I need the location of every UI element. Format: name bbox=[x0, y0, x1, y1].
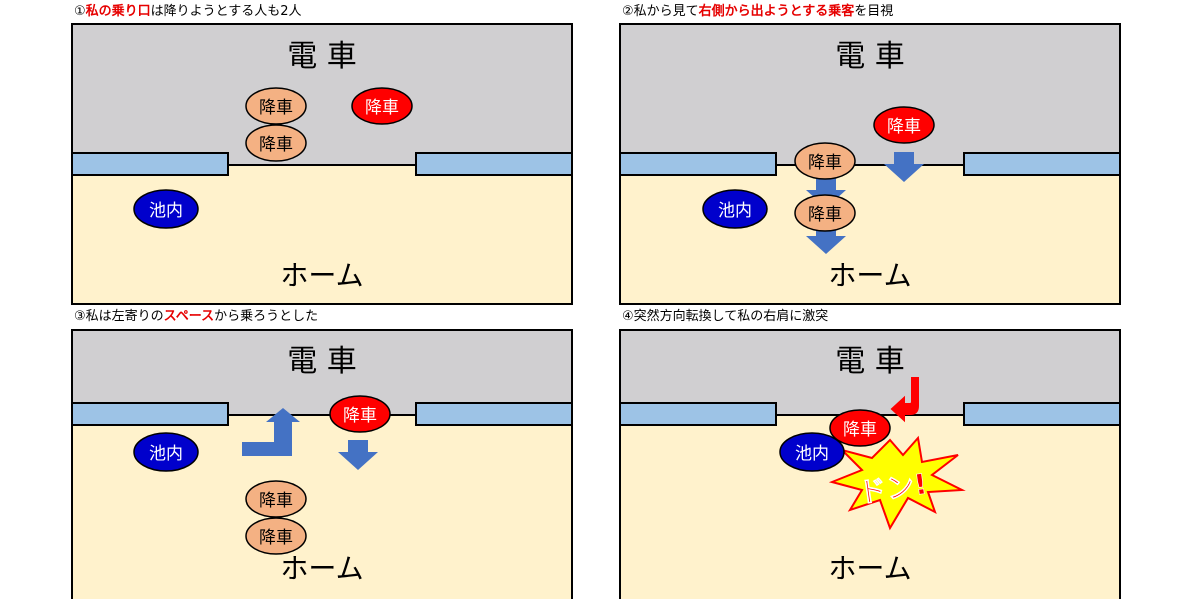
svg-text:降車: 降車 bbox=[887, 117, 921, 137]
platform-label: ホーム bbox=[280, 552, 363, 585]
svg-text:降車: 降車 bbox=[259, 98, 293, 118]
caption-highlight: スペース bbox=[163, 309, 215, 324]
train-door-left bbox=[619, 152, 777, 176]
train-area bbox=[620, 24, 1120, 166]
panel-3: 電 車 ホーム 降車 降車 降車 池内 bbox=[71, 329, 573, 599]
caption-text: ④突然方向転換して私の右肩に激突 bbox=[622, 309, 829, 324]
platform-label: ホーム bbox=[280, 259, 363, 292]
me-marker: 池内 bbox=[779, 432, 845, 472]
panel-4: 電 車 ホーム ドン! 降車 池内 bbox=[619, 329, 1121, 599]
svg-text:降車: 降車 bbox=[843, 420, 877, 440]
caption-highlight: 私の乗り口 bbox=[85, 4, 151, 19]
svg-text:池内: 池内 bbox=[795, 444, 829, 464]
train-area bbox=[72, 24, 572, 166]
train-label: 電 車 bbox=[287, 344, 357, 379]
train-door-left bbox=[619, 402, 777, 426]
me-marker: 池内 bbox=[133, 189, 199, 229]
alighting-passenger: 降車 bbox=[794, 194, 856, 232]
panel-1: 電 車 ホーム 降車 降車 降車 池内 bbox=[71, 23, 573, 305]
panel-border bbox=[71, 329, 573, 599]
train-label: 電 車 bbox=[835, 39, 905, 74]
platform-label: ホーム bbox=[828, 552, 911, 585]
svg-text:降車: 降車 bbox=[343, 406, 377, 426]
right-side-passenger: 降車 bbox=[873, 106, 935, 144]
caption-text: を目視 bbox=[854, 4, 894, 19]
panel-2: 電 車 ホーム 降車 降車 降車 池内 bbox=[619, 23, 1121, 305]
caption-text: は降りようとする人も2人 bbox=[150, 4, 302, 19]
me-marker: 池内 bbox=[702, 189, 768, 229]
caption-text: ②私から見て bbox=[622, 4, 699, 19]
train-label: 電 車 bbox=[835, 344, 905, 379]
train-door-left bbox=[71, 152, 229, 176]
alighting-passenger: 降車 bbox=[245, 124, 307, 162]
platform-area bbox=[620, 166, 1120, 304]
caption-text: ① bbox=[74, 4, 86, 19]
svg-text:降車: 降車 bbox=[259, 135, 293, 155]
train-door-right bbox=[963, 402, 1121, 426]
caption-panel-2: ②私から見て右側から出ようとする乗客を目視 bbox=[622, 4, 893, 20]
train-door-right bbox=[415, 402, 573, 426]
train-door-right bbox=[415, 152, 573, 176]
svg-text:降車: 降車 bbox=[259, 491, 293, 511]
svg-text:降車: 降車 bbox=[808, 205, 842, 225]
turn-left-arrow-icon bbox=[890, 377, 919, 423]
svg-text:降車: 降車 bbox=[259, 528, 293, 548]
caption-panel-1: ①私の乗り口は降りようとする人も2人 bbox=[74, 4, 302, 20]
svg-text:池内: 池内 bbox=[149, 444, 183, 464]
train-door-right bbox=[963, 152, 1121, 176]
caption-text: ③私は左寄りの bbox=[74, 309, 164, 324]
svg-text:池内: 池内 bbox=[149, 201, 183, 221]
impact-burst-icon bbox=[828, 435, 966, 531]
train-area bbox=[72, 330, 572, 415]
caption-highlight: 右側から出ようとする乗客 bbox=[698, 4, 855, 19]
svg-text:降車: 降車 bbox=[365, 98, 399, 118]
alighting-passenger: 降車 bbox=[245, 87, 307, 125]
caption-panel-4: ④突然方向転換して私の右肩に激突 bbox=[622, 309, 828, 325]
right-side-passenger: 降車 bbox=[829, 409, 891, 447]
svg-text:池内: 池内 bbox=[718, 201, 752, 221]
turn-up-arrow-icon bbox=[242, 408, 300, 456]
train-label: 電 車 bbox=[287, 39, 357, 74]
svg-text:降車: 降車 bbox=[808, 153, 842, 173]
caption-text: から乗ろうとした bbox=[214, 309, 319, 324]
alighting-passenger: 降車 bbox=[245, 480, 307, 518]
right-side-passenger: 降車 bbox=[329, 395, 391, 433]
alighting-passenger: 降車 bbox=[245, 517, 307, 555]
train-door-left bbox=[71, 402, 229, 426]
alighting-passenger: 降車 bbox=[794, 142, 856, 180]
right-side-passenger: 降車 bbox=[351, 87, 413, 125]
caption-panel-3: ③私は左寄りのスペースから乗ろうとした bbox=[74, 309, 318, 325]
panel-border bbox=[619, 329, 1121, 599]
me-marker: 池内 bbox=[133, 432, 199, 472]
train-area bbox=[620, 330, 1120, 415]
platform-label: ホーム bbox=[828, 259, 911, 292]
platform-area bbox=[72, 166, 572, 304]
